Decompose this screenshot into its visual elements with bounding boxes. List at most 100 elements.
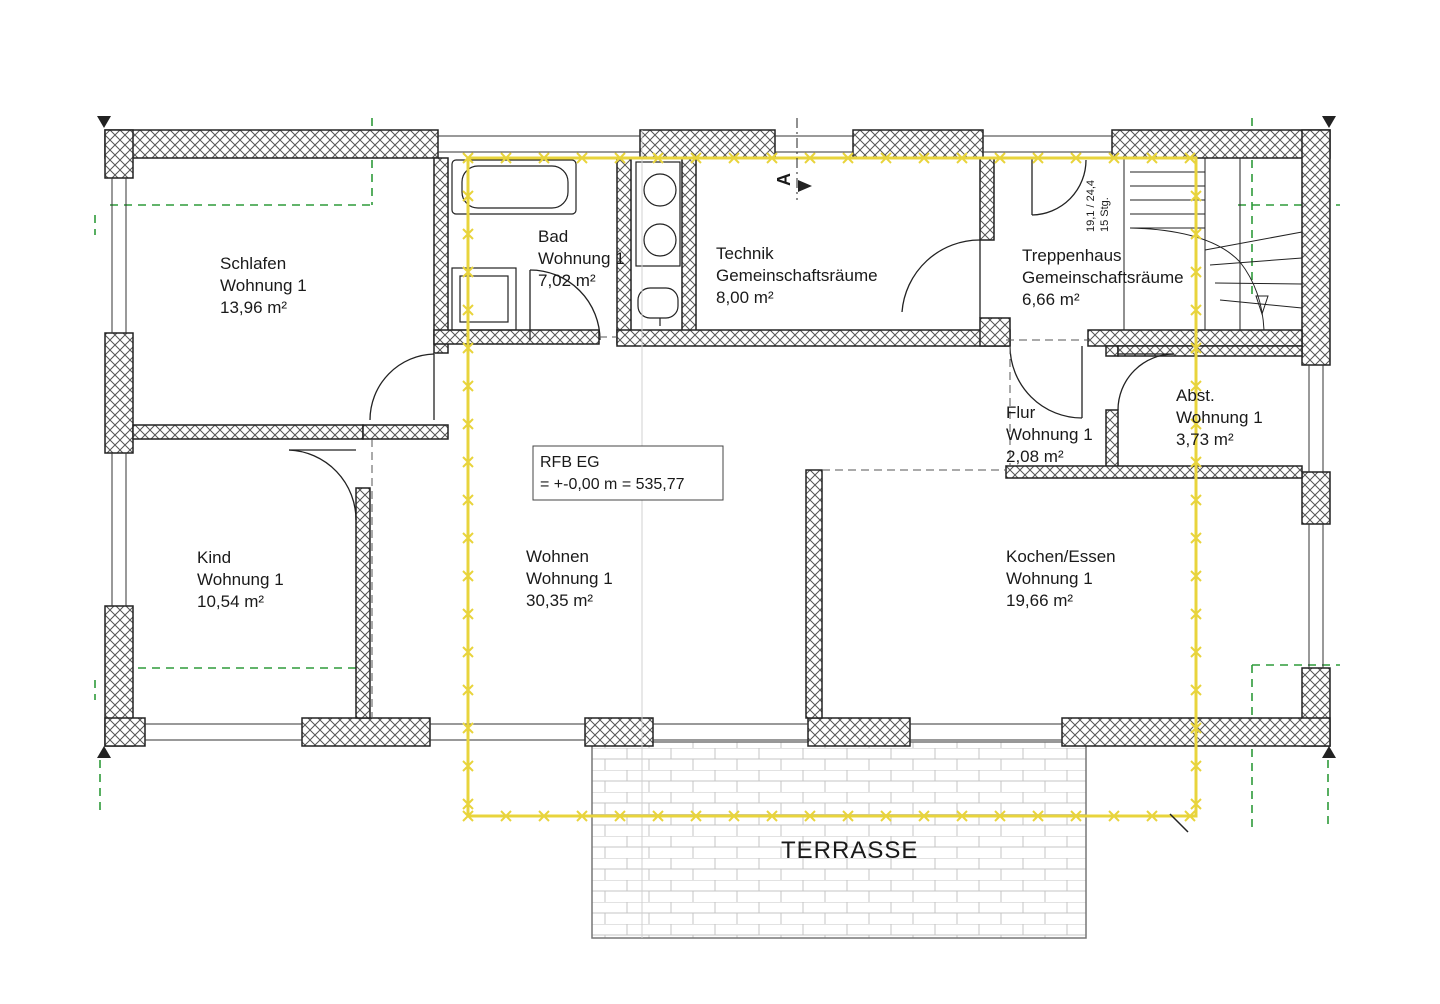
boundary-x-mark — [1190, 304, 1202, 316]
boundary-x-mark — [538, 810, 550, 822]
boundary-x-mark — [1184, 152, 1196, 164]
section-arrow-icon — [798, 180, 812, 192]
boundary-x-mark — [1190, 456, 1202, 468]
boundary-x-mark — [462, 342, 474, 354]
boundary-x-mark — [728, 152, 740, 164]
boundary-x-mark — [462, 152, 474, 164]
boundary-marks — [462, 152, 1202, 822]
boundary-x-mark — [842, 152, 854, 164]
boundary-x-mark — [462, 494, 474, 506]
boundary-x-mark — [1190, 418, 1202, 430]
room-area: 3,73 m² — [1176, 430, 1234, 449]
corner-marker-icon — [97, 116, 111, 128]
boundary-x-mark — [766, 152, 778, 164]
room-unit: Wohnung 1 — [526, 569, 613, 588]
boundary-x-mark — [1190, 608, 1202, 620]
terrace — [591, 741, 1087, 939]
doors — [288, 158, 1175, 521]
boundary-x-mark — [804, 152, 816, 164]
room-area: 6,66 m² — [1022, 290, 1080, 309]
room-labels: Schlafen Wohnung 1 13,96 m² Bad Wohnung … — [197, 227, 1263, 611]
boundary-x-mark — [462, 418, 474, 430]
boundary-x-mark — [690, 152, 702, 164]
room-unit: Wohnung 1 — [197, 570, 284, 589]
stair-note-rise: 19,1 / 24,4 — [1085, 180, 1097, 232]
room-unit: Gemeinschaftsräume — [1022, 268, 1184, 287]
boundary-x-mark — [614, 810, 626, 822]
boundary-x-mark — [918, 810, 930, 822]
double-sink-icon — [635, 161, 681, 267]
room-name: Treppenhaus — [1022, 246, 1122, 265]
windows — [111, 135, 1324, 741]
boundary-x-mark — [880, 152, 892, 164]
sanitary-fixtures — [451, 159, 681, 331]
room-unit: Wohnung 1 — [220, 276, 307, 295]
boundary-x-mark — [614, 152, 626, 164]
bathtub-icon — [451, 159, 577, 215]
corner-marker-icon — [1322, 116, 1336, 128]
boundary-x-mark — [766, 810, 778, 822]
staircase-icon — [1123, 157, 1303, 331]
boundary-x-mark — [652, 152, 664, 164]
boundary-x-mark — [1032, 810, 1044, 822]
boundary-x-mark — [1032, 152, 1044, 164]
boundary-x-mark — [576, 152, 588, 164]
boundary-x-mark — [462, 608, 474, 620]
corner-marker-icon — [1322, 746, 1336, 758]
boundary-x-mark — [1190, 684, 1202, 696]
boundary-x-mark — [1190, 722, 1202, 734]
boundary-x-mark — [576, 810, 588, 822]
boundary-x-mark — [1190, 570, 1202, 582]
room-name: Flur — [1006, 403, 1036, 422]
room-area: 13,96 m² — [220, 298, 287, 317]
boundary-x-mark — [1190, 380, 1202, 392]
level-note-value: = +-0,00 m = 535,77 — [540, 476, 685, 493]
boundary-x-mark — [462, 190, 474, 202]
room-name: Kochen/Essen — [1006, 547, 1116, 566]
boundary-line — [466, 156, 1198, 818]
boundary-x-mark — [500, 810, 512, 822]
boundary-x-mark — [728, 810, 740, 822]
boundary-x-mark — [1190, 266, 1202, 278]
stair-note-count: 15 Stg. — [1099, 197, 1111, 232]
level-note: RFB EG = +-0,00 m = 535,77 — [532, 445, 724, 501]
boundary-x-mark — [690, 810, 702, 822]
boundary-x-mark — [918, 152, 930, 164]
terrace-corner-tick — [1169, 813, 1189, 833]
room-unit: Wohnung 1 — [1006, 425, 1093, 444]
boundary-x-mark — [1190, 798, 1202, 810]
boundary-x-mark — [994, 152, 1006, 164]
boundary-x-mark — [462, 228, 474, 240]
room-name: Bad — [538, 227, 568, 246]
boundary-x-mark — [1108, 152, 1120, 164]
openings — [371, 130, 1088, 938]
corner-marker-icon — [97, 746, 111, 758]
boundary-x-mark — [1070, 152, 1082, 164]
room-bad: Bad Wohnung 1 7,02 m² — [538, 227, 625, 290]
room-flur: Flur Wohnung 1 2,08 m² — [1006, 403, 1093, 466]
boundary-x-mark — [1190, 190, 1202, 202]
room-unit: Wohnung 1 — [1176, 408, 1263, 427]
terrace-label: TERRASSE — [781, 837, 918, 864]
room-unit: Wohnung 1 — [1006, 569, 1093, 588]
room-area: 30,35 m² — [526, 591, 593, 610]
terrace-paving — [591, 741, 1087, 939]
room-unit: Gemeinschaftsräume — [716, 266, 878, 285]
toilet-icon — [637, 287, 679, 319]
boundary-x-mark — [500, 152, 512, 164]
room-area: 8,00 m² — [716, 288, 774, 307]
walls — [104, 129, 1331, 747]
room-abst: Abst. Wohnung 1 3,73 m² — [1176, 386, 1263, 449]
room-name: Technik — [716, 244, 774, 263]
boundary-x-mark — [1190, 342, 1202, 354]
room-unit: Wohnung 1 — [538, 249, 625, 268]
section-marker: A — [774, 173, 794, 186]
boundary-x-mark — [804, 810, 816, 822]
boundary-x-mark — [462, 760, 474, 772]
boundary-x-mark — [1146, 810, 1158, 822]
boundary-x-mark — [1070, 810, 1082, 822]
boundary-x-mark — [1146, 152, 1158, 164]
boundary-x-mark — [652, 810, 664, 822]
room-name: Kind — [197, 548, 231, 567]
